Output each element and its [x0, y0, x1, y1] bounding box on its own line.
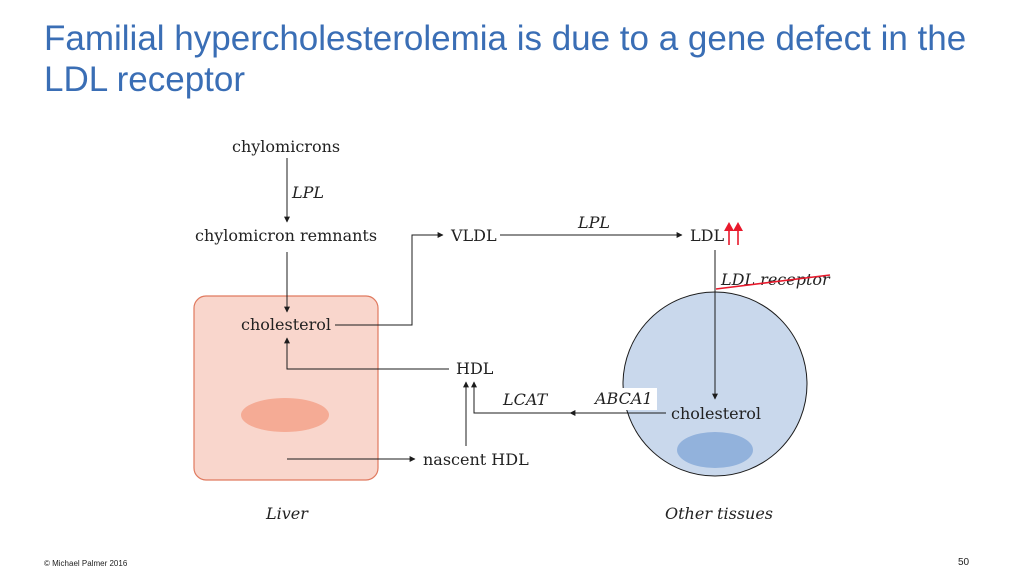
label-tissue-cholesterol: cholesterol — [671, 404, 761, 423]
label-ldl: LDL — [690, 226, 725, 245]
label-vldl: VLDL — [451, 226, 497, 245]
label-lcat: LCAT — [503, 390, 548, 409]
arrow-hdl-to-liver — [284, 337, 449, 370]
arrow-lcat-to-hdl — [471, 381, 570, 414]
label-chylomicron-remnants: chylomicron remnants — [195, 226, 378, 245]
page-number: 50 — [958, 557, 970, 568]
arrow-cholesterol-to-vldl — [335, 232, 444, 326]
label-other-tissues: Other tissues — [665, 504, 774, 523]
liver-cell — [193, 295, 379, 481]
label-hdl: HDL — [456, 359, 494, 378]
copyright-footer: © Michael Palmer 2016 — [44, 559, 128, 568]
label-lpl-top: LPL — [292, 183, 325, 202]
tissue-nucleus — [677, 432, 753, 468]
label-liver-cholesterol: cholesterol — [241, 315, 331, 334]
label-chylomicrons: chylomicrons — [232, 137, 341, 156]
slide-title: Familial hypercholesterolemia is due to … — [44, 19, 967, 99]
label-abca1: ABCA1 — [591, 388, 657, 410]
label-liver: Liver — [266, 504, 308, 523]
ldl-elevated-arrows — [724, 222, 743, 245]
liver-nucleus — [241, 398, 329, 432]
label-lpl-right: LPL — [578, 213, 611, 232]
label-nascent-hdl: nascent HDL — [423, 450, 529, 469]
